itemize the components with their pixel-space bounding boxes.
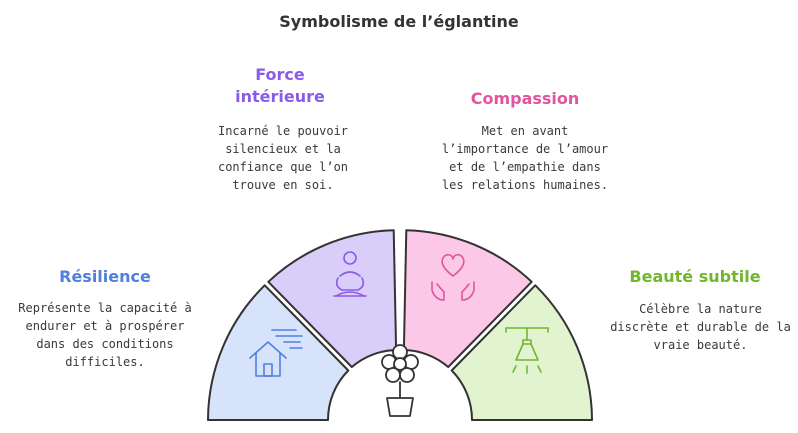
beaute-heading: Beauté subtile: [629, 267, 761, 286]
resilience-heading: Résilience: [59, 267, 151, 286]
heart-hands-icon: [431, 253, 475, 301]
potted-flower-icon: [381, 344, 419, 417]
compassion-description: Met en avant l’importance de l’amour et …: [441, 124, 609, 192]
force-segment: [267, 229, 398, 368]
meditation-icon: [333, 251, 367, 297]
page-title: Symbolisme de l’églantine: [279, 12, 519, 31]
force-heading: Force intérieure: [235, 65, 325, 106]
resilience-description: Représente la capacité à endurer et à pr…: [18, 301, 192, 369]
beaute-description: Célèbre la nature discrète et durable de…: [610, 302, 791, 352]
force-description: Incarné le pouvoir silencieux et la conf…: [217, 124, 349, 192]
resilience-segment: [207, 284, 350, 421]
lamp-icon: [505, 327, 549, 374]
compassion-heading: Compassion: [470, 89, 580, 108]
house-wind-icon: [249, 329, 303, 377]
beaute-segment: [450, 284, 593, 421]
